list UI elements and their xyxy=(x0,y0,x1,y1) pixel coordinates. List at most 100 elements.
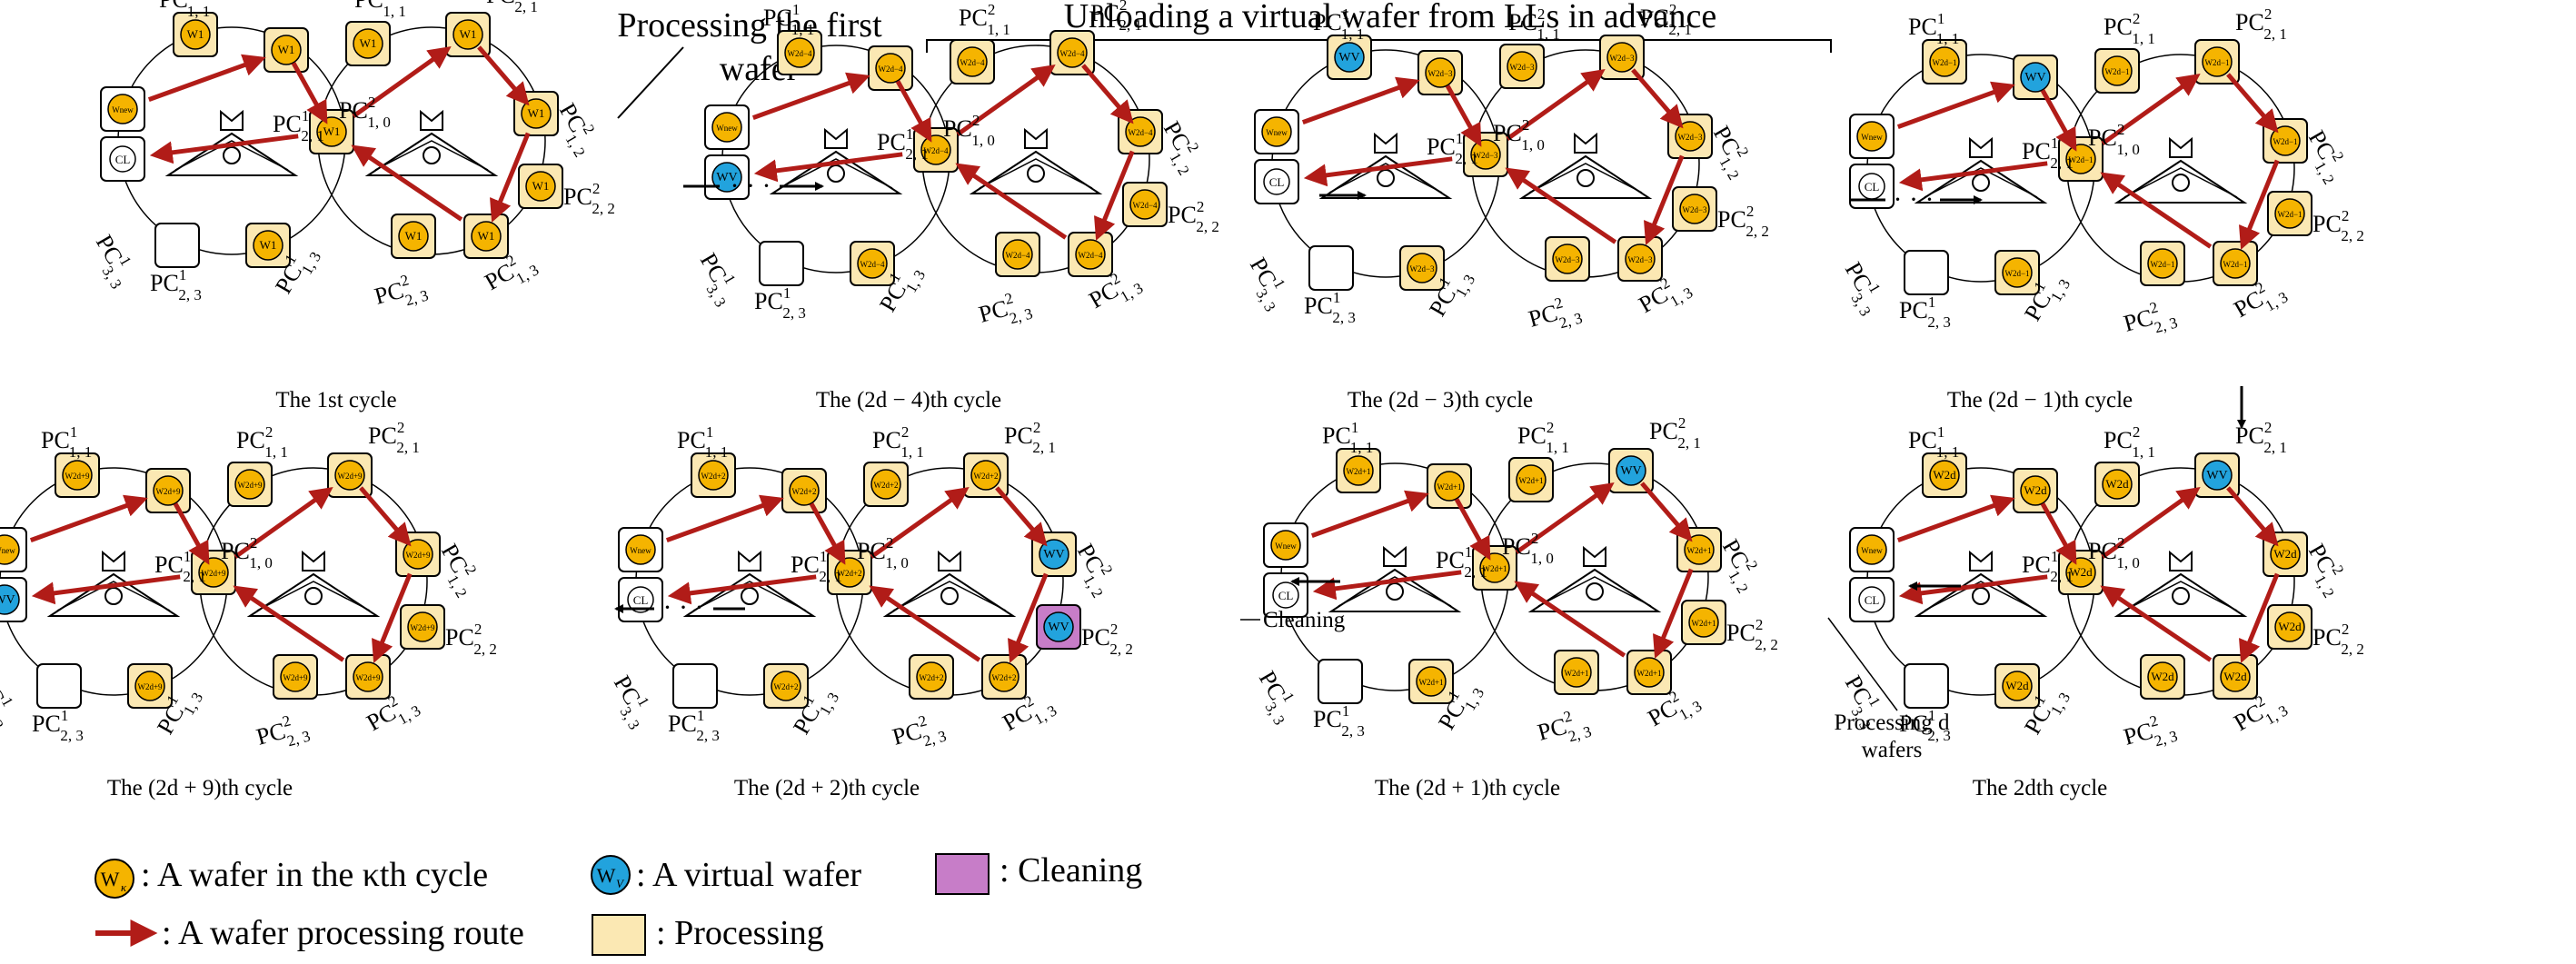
route-pc21-pc22 xyxy=(1081,64,1134,124)
ellipsis-7: · · · xyxy=(663,592,704,622)
label-pc133: PC13, 3 xyxy=(1238,252,1297,315)
empty-station xyxy=(1308,245,1354,291)
wafer-pc13: W2d−1 xyxy=(2002,257,2033,288)
route-ll-pc12 xyxy=(665,494,784,542)
svg-text:WV: WV xyxy=(0,593,15,607)
legend-processing-swatch xyxy=(592,914,646,956)
wafer-pc12c: W2d−3 xyxy=(1470,139,1501,170)
svg-text:CL: CL xyxy=(1865,180,1880,194)
svg-text:Wnew: Wnew xyxy=(716,124,738,133)
svg-text:W2d−3: W2d−3 xyxy=(1473,151,1498,160)
route-center-cl xyxy=(149,134,299,164)
route-pc22-pc213 xyxy=(490,132,531,223)
route-pc21-pc22 xyxy=(2226,73,2279,134)
svg-text:W2d−3: W2d−3 xyxy=(1427,69,1453,78)
route-center-pc21 xyxy=(1515,482,1615,554)
route-pc12-center xyxy=(895,80,932,143)
wafer-pc22: WV xyxy=(1039,539,1069,570)
svg-text:W2d+1: W2d+1 xyxy=(1346,467,1370,476)
svg-text:W2d+1: W2d+1 xyxy=(1564,669,1588,678)
route-center-pc21 xyxy=(2101,74,2201,145)
route-center-cl xyxy=(1312,570,1462,601)
cycle-caption-7: The (2d + 2)th cycle xyxy=(734,776,920,800)
route-pc22-pc213 xyxy=(2239,572,2280,663)
ellipsis-1: · · · xyxy=(731,171,771,201)
wafer-pc21: WV xyxy=(2202,460,2233,491)
route-ll-pc12 xyxy=(1896,81,2015,129)
wafer-loadlock: Wnew xyxy=(711,112,742,143)
route-pc213-center xyxy=(351,144,463,222)
wafer-pc222: WV xyxy=(1043,611,1074,642)
wafer-pc11b: W2d−3 xyxy=(1507,51,1537,82)
svg-text:W: W xyxy=(101,868,120,890)
svg-text:WV: WV xyxy=(2206,469,2227,482)
svg-text:W2d: W2d xyxy=(2069,565,2093,579)
wafer-pc11: W2d−4 xyxy=(784,37,815,68)
wafer-pc222: W2d xyxy=(2274,611,2305,642)
route-center-pc21 xyxy=(956,65,1056,136)
route-pc213-center xyxy=(955,163,1068,240)
svg-text:W2d−4: W2d−4 xyxy=(787,49,812,58)
route-center-cl xyxy=(1303,156,1453,187)
wafer-pc21: WV xyxy=(1616,455,1646,486)
route-pc22-pc213 xyxy=(1653,568,1694,659)
svg-text:W2d+9: W2d+9 xyxy=(201,569,226,578)
label-pc223: PC22, 3 xyxy=(1534,703,1593,752)
svg-text:W2d+2: W2d+2 xyxy=(791,487,816,496)
svg-text:WV: WV xyxy=(1048,621,1069,634)
label-pc223: PC22, 3 xyxy=(889,708,948,757)
svg-text:W2d+9: W2d+9 xyxy=(155,487,181,496)
flow-arrow-1: · · · xyxy=(683,171,824,201)
wafer-pc12c: W2d+9 xyxy=(198,557,229,588)
wafer-pc13: W2d xyxy=(2002,671,2033,701)
route-ll-pc12 xyxy=(147,54,266,102)
wafer-pc21: W2d−1 xyxy=(2202,46,2233,77)
svg-text:W2d−3: W2d−3 xyxy=(1609,54,1635,63)
svg-text:W2d−1: W2d−1 xyxy=(2273,137,2297,146)
virtual-wafer-ll: WV xyxy=(711,162,742,193)
svg-text:W2d−1: W2d−1 xyxy=(2150,260,2174,269)
route-pc213-center xyxy=(1505,167,1617,244)
svg-text:W2d: W2d xyxy=(2151,670,2174,683)
svg-text:W1: W1 xyxy=(323,124,341,138)
wafer-pc23: W2d+1 xyxy=(1561,657,1592,688)
svg-text:W2d+1: W2d+1 xyxy=(1518,476,1543,485)
wafer-pc22: W2d+9 xyxy=(403,539,433,570)
route-center-pc21 xyxy=(870,487,970,559)
route-pc22-pc213 xyxy=(372,572,413,663)
wafer-pc12c: W2d xyxy=(2065,557,2096,588)
wafer-pc11b: W2d xyxy=(2102,469,2133,500)
route-pc21-pc22 xyxy=(2226,486,2279,547)
label-pc133: PC13, 3 xyxy=(85,229,143,293)
svg-text:W2d−3: W2d−3 xyxy=(1677,133,1703,142)
wafer-pc11: W2d+9 xyxy=(62,460,93,491)
svg-text:W2d+1: W2d+1 xyxy=(1636,669,1661,678)
svg-text:W2d−1: W2d−1 xyxy=(2068,155,2093,164)
wafer-pc11: W1 xyxy=(180,19,211,50)
svg-text:W2d+2: W2d+2 xyxy=(973,472,998,481)
legend-wafer-label: : A wafer in the κth cycle xyxy=(141,856,488,894)
label-pc133: PC13, 3 xyxy=(1248,665,1306,729)
wafer-pc222: W1 xyxy=(525,171,556,202)
svg-text:W2d−3: W2d−3 xyxy=(1555,255,1580,264)
svg-text:W1: W1 xyxy=(260,238,277,252)
svg-text:W2d+9: W2d+9 xyxy=(337,472,363,481)
wafer-loadlock: Wnew xyxy=(107,94,138,124)
wafer-pc11b: W2d+9 xyxy=(234,469,265,500)
svg-text:W1: W1 xyxy=(460,27,477,41)
